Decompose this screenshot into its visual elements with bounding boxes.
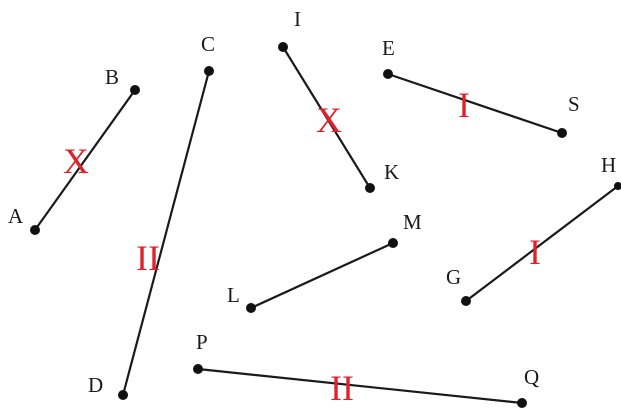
segment-ik-line <box>281 45 372 190</box>
label-q: Q <box>524 365 539 389</box>
point-l <box>246 303 256 313</box>
point-h <box>614 182 621 190</box>
label-e: E <box>382 36 395 60</box>
segment-cd: C D II <box>88 32 215 400</box>
segment-pq-line <box>196 367 524 405</box>
point-k <box>365 183 375 193</box>
mark-gh: I <box>529 232 541 272</box>
label-p: P <box>196 330 208 354</box>
point-d <box>118 390 128 400</box>
point-i <box>278 42 288 52</box>
point-m <box>388 238 398 248</box>
label-c: C <box>201 32 215 56</box>
label-b: B <box>105 65 119 89</box>
segment-ab: A B X <box>8 65 140 235</box>
label-k: K <box>384 160 399 184</box>
segment-ik: I K X <box>278 7 399 193</box>
point-s <box>557 128 567 138</box>
point-c <box>204 66 214 76</box>
point-q <box>517 398 527 408</box>
point-g <box>461 296 471 306</box>
segment-es: E S I <box>382 36 580 138</box>
label-g: G <box>446 265 461 289</box>
point-p <box>193 364 203 374</box>
label-a: A <box>8 204 24 228</box>
mark-ik: X <box>316 100 342 140</box>
mark-es: I <box>458 85 470 125</box>
segment-gh-line <box>464 184 620 303</box>
label-m: M <box>403 210 422 234</box>
label-d: D <box>88 373 103 397</box>
segment-ab-line <box>33 88 137 232</box>
segment-gh: G H I <box>446 153 621 306</box>
label-l: L <box>227 283 240 307</box>
label-i: I <box>294 7 301 31</box>
label-h: H <box>601 153 616 177</box>
segment-cd-line <box>121 69 211 397</box>
segment-lm: L M <box>227 210 422 313</box>
segment-es-line <box>386 72 564 135</box>
label-s: S <box>568 92 580 116</box>
segment-pq: P Q II <box>193 330 539 408</box>
mark-cd: II <box>136 238 160 278</box>
mark-ab: X <box>63 141 89 181</box>
segment-lm-line <box>249 241 395 310</box>
point-e <box>383 69 393 79</box>
point-b <box>130 85 140 95</box>
point-a <box>30 225 40 235</box>
mark-pq: II <box>330 368 354 408</box>
